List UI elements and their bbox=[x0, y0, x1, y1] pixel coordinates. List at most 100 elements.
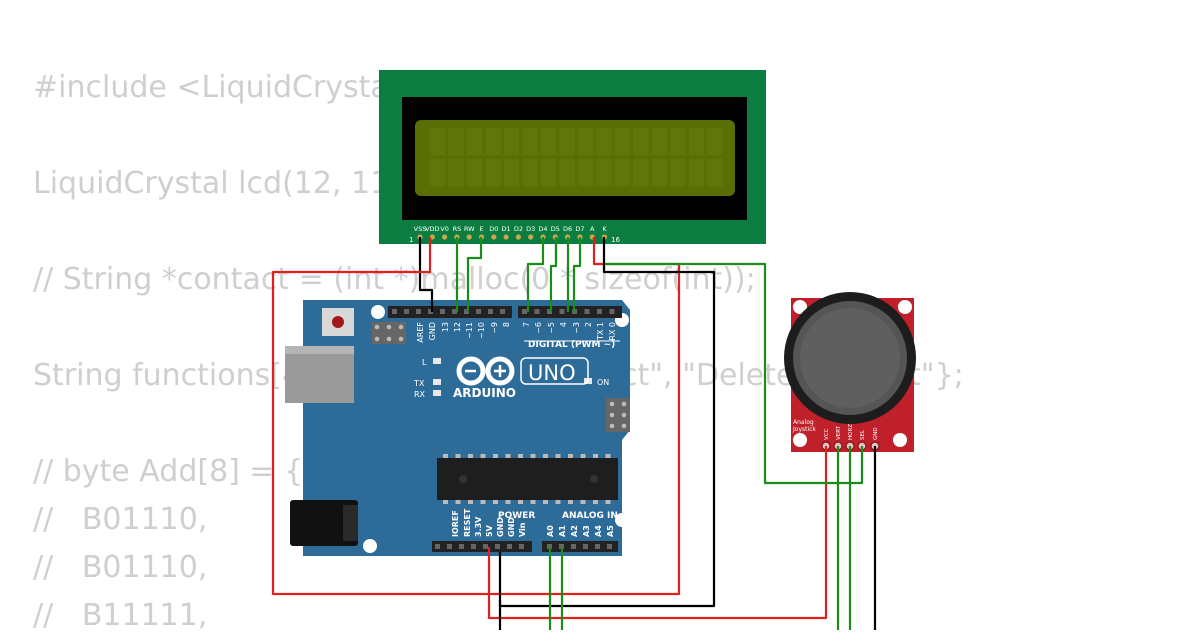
lcd-pin-label: D6 bbox=[563, 225, 572, 233]
lcd-pin bbox=[515, 234, 522, 240]
header-hole bbox=[571, 544, 576, 549]
lcd-pin-last-label: 16 bbox=[611, 236, 620, 244]
digital-pin-label: RX 0 bbox=[608, 322, 617, 341]
lcd-char-cell bbox=[467, 159, 482, 186]
chip-pin bbox=[505, 454, 511, 458]
header-hole bbox=[547, 309, 552, 314]
code-line: // B01110, bbox=[33, 550, 208, 585]
led-label-rx: RX bbox=[414, 390, 426, 399]
header-hole bbox=[607, 544, 612, 549]
lcd-pin-label: VSS bbox=[414, 225, 427, 233]
header-hole bbox=[435, 544, 440, 549]
digital-pin-label: 8 bbox=[502, 322, 511, 327]
wire-lcd-vss-gnd bbox=[418, 237, 434, 312]
power-label: POWER bbox=[498, 511, 535, 521]
bottom-header-holes bbox=[435, 544, 612, 549]
digital-pin-label: 13 bbox=[441, 322, 450, 332]
lcd-char-cell bbox=[707, 128, 723, 155]
chip-pin bbox=[455, 454, 461, 458]
wire-lcd-k-gnd bbox=[498, 237, 716, 608]
digital-pin-label: ~9 bbox=[490, 322, 499, 334]
lcd-pin-label: RW bbox=[464, 225, 475, 233]
power-pin-label: GND bbox=[496, 517, 505, 537]
mount-hole bbox=[363, 539, 377, 553]
wire-lcd-d7 bbox=[572, 237, 582, 312]
joystick-pin-label: VERT bbox=[836, 425, 842, 440]
lcd-pin-label: RS bbox=[453, 225, 462, 233]
atmega-chip bbox=[437, 454, 618, 504]
lcd-pin-label: D5 bbox=[551, 225, 560, 233]
chip-pin bbox=[505, 500, 511, 504]
lcd-char-cell bbox=[448, 128, 464, 155]
header-hole bbox=[507, 544, 512, 549]
power-pin-label: 5V bbox=[485, 524, 494, 537]
header-hole bbox=[522, 309, 527, 314]
usb-port bbox=[285, 346, 354, 403]
header-hole bbox=[488, 309, 493, 314]
header-hole bbox=[392, 309, 397, 314]
digital-header-b bbox=[518, 306, 622, 318]
joystick-label-1: Analog bbox=[793, 419, 814, 426]
power-pin-label: Vin bbox=[518, 522, 527, 537]
power-pin-label: 3.3V bbox=[474, 516, 483, 537]
lcd-pin-label: D0 bbox=[489, 225, 498, 233]
led-label-l: L bbox=[422, 358, 427, 367]
chip-pin bbox=[480, 454, 486, 458]
joystick-pin-label: GND bbox=[873, 427, 879, 440]
lcd-char-cell bbox=[596, 128, 612, 155]
chip-pin bbox=[543, 500, 548, 504]
chip-pin bbox=[555, 500, 561, 504]
wire-joy-sel bbox=[605, 262, 864, 485]
code-line: // byte Add[8] = { bbox=[33, 454, 304, 489]
lcd-char-cell bbox=[541, 159, 556, 186]
lcd-char-cell bbox=[596, 159, 612, 186]
lcd-pin-label: D7 bbox=[575, 225, 584, 233]
header-hole bbox=[519, 544, 524, 549]
lcd-char-cell bbox=[689, 159, 704, 186]
digital-pin-label: AREF bbox=[416, 322, 425, 343]
power-header bbox=[432, 541, 532, 552]
digital-pin-label: GND bbox=[428, 322, 437, 340]
chip-pin bbox=[580, 500, 586, 504]
chip-pin bbox=[518, 454, 523, 458]
power-jack bbox=[290, 500, 358, 546]
analog-label: ANALOG IN bbox=[562, 511, 618, 521]
lcd-char-cell bbox=[578, 128, 593, 155]
header-hole bbox=[547, 544, 552, 549]
code-line: // B01110, bbox=[33, 502, 208, 537]
model-badge bbox=[520, 357, 589, 385]
mount-hole bbox=[793, 433, 807, 447]
chip-pin bbox=[568, 500, 573, 504]
mount-hole bbox=[615, 513, 629, 527]
mount-hole bbox=[893, 433, 907, 447]
reset-button-cap bbox=[332, 316, 344, 328]
led-label-on: ON bbox=[597, 378, 609, 387]
lcd-char-cell bbox=[578, 159, 593, 186]
joystick-pin-label: VCC bbox=[824, 428, 830, 440]
header-hole bbox=[459, 544, 464, 549]
lcd-char-cell bbox=[467, 128, 482, 155]
chip-pin bbox=[480, 500, 486, 504]
analog-pin-label: A4 bbox=[594, 525, 603, 537]
digital-pin-label: 12 bbox=[453, 322, 462, 332]
mount-hole bbox=[793, 300, 807, 314]
lcd-char-cell bbox=[615, 159, 630, 186]
analog-pin-label: A1 bbox=[558, 525, 567, 537]
lcd-pin-first-label: 1 bbox=[409, 236, 413, 244]
mount-hole bbox=[898, 300, 912, 314]
header-hole bbox=[440, 309, 445, 314]
icsp-header-right bbox=[606, 398, 630, 432]
digital-pin-label: ~6 bbox=[534, 322, 543, 334]
header-hole bbox=[464, 309, 469, 314]
lcd-char-cell bbox=[430, 128, 445, 155]
digital-pin-label: 4 bbox=[559, 322, 568, 327]
led-label-tx: TX bbox=[413, 379, 425, 388]
lcd-pin bbox=[466, 234, 472, 240]
digital-pin-label: TX 1 bbox=[596, 322, 605, 341]
header-hole bbox=[534, 309, 540, 314]
